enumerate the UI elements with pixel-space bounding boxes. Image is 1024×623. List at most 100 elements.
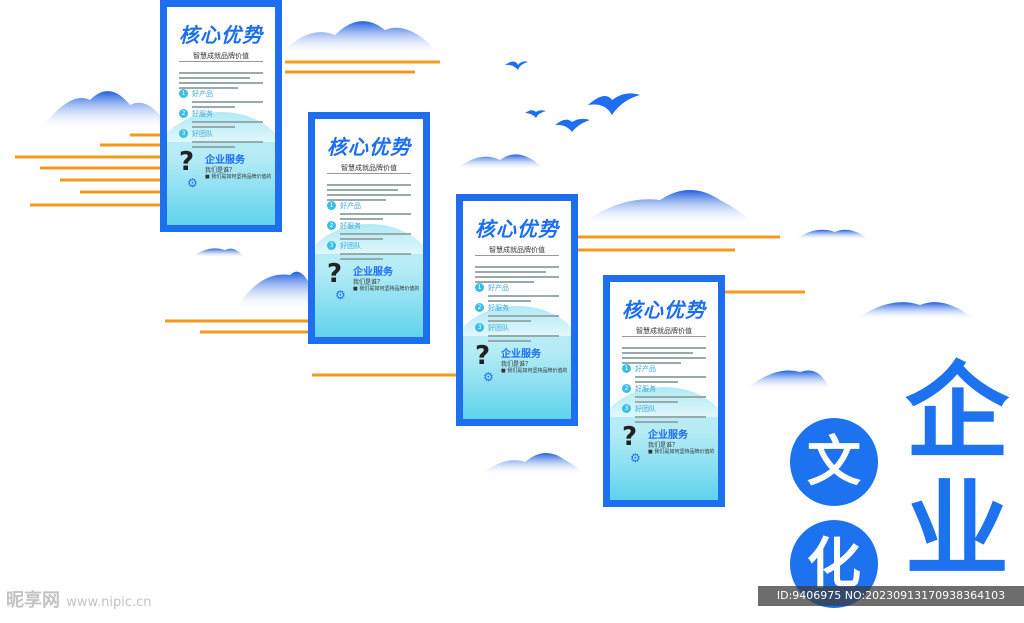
question-mark-icon: ? [327, 259, 343, 289]
who-label: 我们是谁？ [501, 361, 532, 368]
gear-icon: ⚙ [630, 451, 641, 465]
number-badge: 3 [179, 129, 188, 138]
panel-paragraph [475, 263, 559, 291]
panel-title: 核心优势 [179, 23, 263, 47]
list-item: 3 好团队 [327, 241, 411, 263]
list-item: 3 好团队 [179, 129, 263, 151]
panel-subtitle: 智慧成就品牌价值 [193, 52, 249, 60]
gear-icon: ⚙ [187, 176, 198, 190]
advantage-panel-1: 核心优势 智慧成就品牌价值 1 好产品 2 好服务 3 好团队 ? ⚙ 企业服务 我们… [160, 0, 282, 232]
mountain [795, 229, 870, 240]
list-item: 1 好产品 [327, 201, 411, 223]
number-badge: 3 [327, 241, 336, 250]
number-badge: 2 [327, 221, 336, 230]
watermark: 昵享网 www.nipic.cn [6, 586, 152, 612]
list-item: 1 好产品 [179, 89, 263, 111]
mountain [745, 370, 830, 390]
number-badge: 2 [475, 303, 484, 312]
panel-paragraph [327, 181, 411, 209]
number-badge: 3 [622, 404, 631, 413]
bird-icon [555, 118, 590, 132]
panel-subtitle: 智慧成就品牌价值 [341, 164, 397, 172]
list-item: 3 好团队 [622, 404, 706, 426]
list-item: 1 好产品 [475, 283, 559, 305]
divider [327, 173, 411, 174]
number-badge: 1 [327, 201, 336, 210]
service-title: 企业服务 [353, 267, 393, 278]
advantage-panel-3: 核心优势 智慧成就品牌价值 1 好产品 2 好服务 3 好团队 ? ⚙ 企业服务 我们… [456, 194, 578, 426]
list-item: 2 好服务 [622, 384, 706, 406]
number-badge: 1 [622, 364, 631, 373]
bird-icon [505, 61, 528, 70]
list-item-label: 好服务 [192, 110, 213, 118]
list-item: 2 好服务 [179, 109, 263, 131]
mountain [40, 91, 170, 130]
mountain [480, 452, 585, 475]
list-item-label: 好团队 [635, 405, 656, 413]
image-id-bar: ID:9406975 NO:20230913170938364103 [758, 586, 1024, 606]
brush-char-qi: 企 [905, 350, 1010, 473]
list-item-label: 好服务 [488, 304, 509, 312]
panel-subtitle: 智慧成就品牌价值 [489, 246, 545, 254]
brush-char-ye: 业 [905, 468, 1010, 591]
service-title: 企业服务 [205, 155, 245, 166]
list-item: 3 好团队 [475, 323, 559, 345]
bird-icon [588, 93, 640, 115]
question-mark-icon: ? [622, 422, 638, 452]
mountain-group [40, 21, 975, 475]
panel-title: 核心优势 [622, 298, 706, 322]
bullet-text: ■ 我们是如何坚持品牌价值的 [205, 174, 272, 180]
list-item-label: 好服务 [340, 222, 361, 230]
list-item: 2 好服务 [475, 303, 559, 325]
bullet-text: ■ 我们是如何坚持品牌价值的 [501, 368, 568, 374]
mountain [235, 271, 310, 310]
mountain [855, 302, 975, 320]
divider [179, 61, 263, 62]
panel-paragraph [622, 344, 706, 372]
panel-title: 核心优势 [475, 217, 559, 241]
service-title: 企业服务 [501, 349, 541, 360]
panel-subtitle: 智慧成就品牌价值 [636, 327, 692, 335]
advantage-panel-2: 核心优势 智慧成就品牌价值 1 好产品 2 好服务 3 好团队 ? ⚙ 企业服务 我们… [308, 112, 430, 344]
number-badge: 1 [475, 283, 484, 292]
bird-group [505, 61, 640, 132]
number-badge: 2 [179, 109, 188, 118]
list-item: 2 好服务 [327, 221, 411, 243]
list-item-label: 好团队 [488, 324, 509, 332]
who-label: 我们是谁？ [648, 442, 679, 449]
culture-circle-wen: 文 [790, 418, 878, 506]
list-item-label: 好产品 [635, 365, 656, 373]
orange-lines [15, 60, 805, 377]
mountain [195, 248, 245, 258]
list-item-label: 好服务 [635, 385, 656, 393]
mountain [580, 190, 755, 225]
question-mark-icon: ? [475, 341, 491, 371]
question-mark-icon: ? [179, 147, 195, 177]
number-badge: 2 [622, 384, 631, 393]
list-item: 1 好产品 [622, 364, 706, 386]
who-label: 我们是谁？ [205, 167, 236, 174]
mountain [455, 154, 545, 170]
panel-paragraph [179, 69, 263, 97]
list-item-label: 好团队 [192, 130, 213, 138]
list-item-label: 好团队 [340, 242, 361, 250]
watermark-url: www.nipic.cn [66, 595, 152, 610]
bullet-text: ■ 我们是如何坚持品牌价值的 [353, 286, 420, 292]
number-badge: 3 [475, 323, 484, 332]
list-item-label: 好产品 [488, 284, 509, 292]
panel-title: 核心优势 [327, 135, 411, 159]
bird-icon [525, 110, 546, 118]
gear-icon: ⚙ [483, 370, 494, 384]
list-item-label: 好产品 [340, 202, 361, 210]
bullet-text: ■ 我们是如何坚持品牌价值的 [648, 449, 715, 455]
list-item-label: 好产品 [192, 90, 213, 98]
divider [622, 336, 706, 337]
gear-icon: ⚙ [335, 288, 346, 302]
who-label: 我们是谁？ [353, 279, 384, 286]
number-badge: 1 [179, 89, 188, 98]
mountain [285, 21, 440, 55]
divider [475, 255, 559, 256]
watermark-brand: 昵享网 [6, 590, 60, 611]
